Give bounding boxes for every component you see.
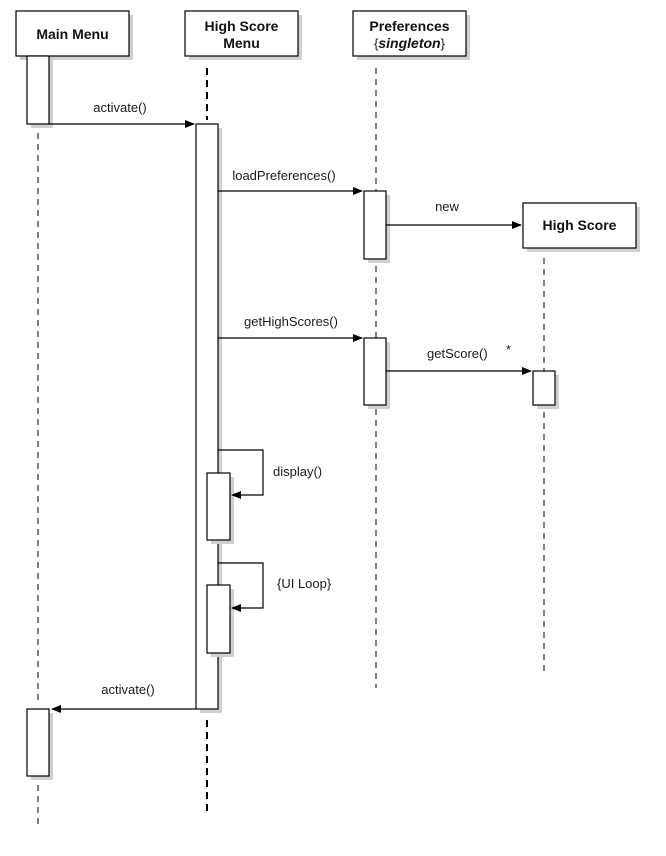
message-label: getHighScores()	[244, 314, 338, 329]
message-label: new	[435, 199, 459, 214]
activation-high-score-menu	[195, 123, 222, 713]
participant-label-line1: High Score	[205, 18, 279, 34]
message-label: loadPreferences()	[232, 168, 335, 183]
self-message-arrow	[218, 562, 264, 612]
activation-display	[206, 472, 234, 544]
participant-preferences: Preferences {singleton}	[352, 10, 470, 60]
participant-high-score-menu: High Score Menu	[184, 10, 302, 60]
participant-label: Preferences	[369, 18, 449, 34]
self-message-arrow	[218, 449, 264, 499]
participant-label: Main Menu	[36, 26, 108, 42]
message-load-preferences: loadPreferences()	[218, 168, 363, 195]
message-ui-loop-self: {UI Loop}	[218, 562, 332, 612]
message-label: {UI Loop}	[277, 576, 332, 591]
message-activate: activate()	[49, 100, 195, 128]
message-label: activate()	[93, 100, 146, 115]
message-label: activate()	[101, 682, 154, 697]
participant-label: High Score	[543, 217, 617, 233]
activation-preferences-2	[363, 337, 390, 409]
participant-label-line2: Menu	[223, 35, 260, 51]
participant-main-menu: Main Menu	[15, 10, 133, 60]
message-get-high-scores: getHighScores()	[218, 314, 363, 342]
message-new: new	[386, 199, 522, 229]
multiplicity-label: *	[506, 342, 511, 357]
activation-ui-loop	[206, 584, 234, 657]
stereotype-label: {singleton}	[374, 35, 446, 51]
message-label: display()	[273, 464, 322, 479]
message-display-self: display()	[218, 449, 322, 499]
activation-preferences-1	[363, 190, 390, 263]
message-get-score: getScore() *	[386, 342, 532, 375]
activation-high-score	[532, 370, 559, 409]
message-label: getScore()	[427, 346, 488, 361]
message-activate-return: activate()	[51, 682, 196, 713]
activation-main-menu-2	[26, 708, 53, 780]
activation-main-menu-1	[26, 55, 53, 128]
participant-high-score: High Score	[522, 202, 640, 252]
